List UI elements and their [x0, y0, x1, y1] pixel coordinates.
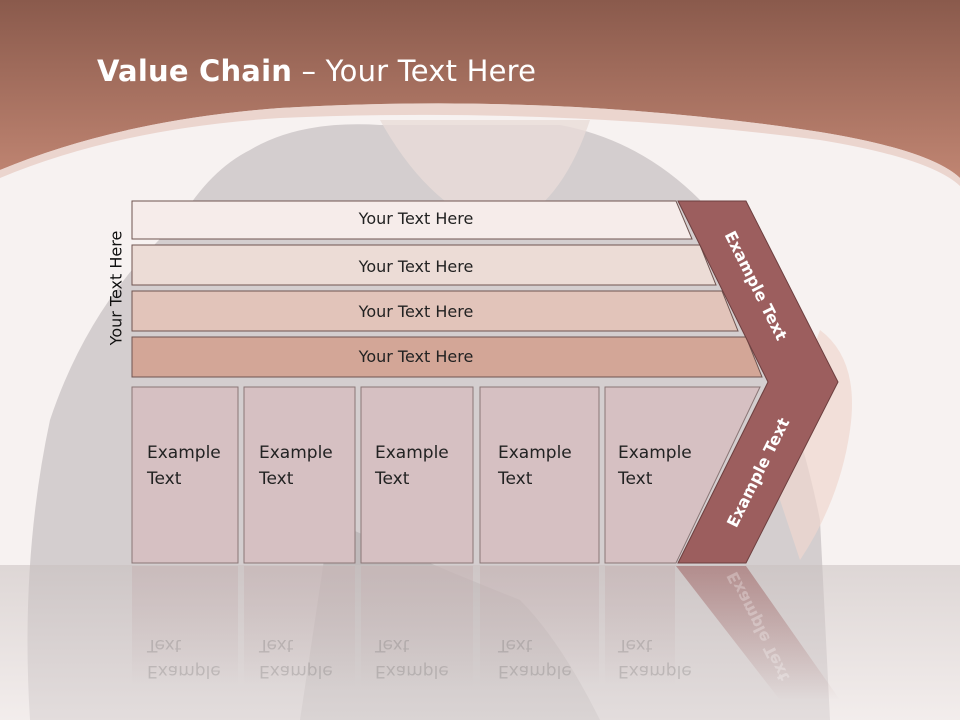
- column-reflection-4-line1: Example: [498, 661, 572, 681]
- column-reflection-3-line1: Example: [375, 661, 449, 681]
- column-label-1: Example Text: [147, 440, 247, 492]
- column-box-1: [131, 386, 239, 564]
- column-label-5-line2: Text: [618, 469, 653, 489]
- column-reflection-text-1: Example Text: [147, 632, 247, 684]
- column-label-3-line2: Text: [375, 469, 410, 489]
- header-ribbon: [0, 103, 960, 186]
- column-label-2-line2: Text: [259, 469, 294, 489]
- column-reflection-5-line2: Text: [618, 635, 653, 655]
- column-label-2: Example Text: [259, 440, 359, 492]
- page-title: Value Chain – Your Text Here: [97, 54, 536, 88]
- title-rest: – Your Text Here: [292, 54, 537, 88]
- column-reflection-3-line2: Text: [375, 635, 410, 655]
- column-label-1-line2: Text: [147, 469, 182, 489]
- row-bar-1: [131, 200, 693, 240]
- column-reflection-1-line2: Text: [147, 635, 182, 655]
- column-label-3: Example Text: [375, 440, 475, 492]
- column-box-4: [479, 386, 600, 564]
- column-reflection-text-5: Example Text: [618, 632, 718, 684]
- column-label-5-line1: Example: [618, 443, 692, 463]
- header-band: [0, 0, 960, 178]
- row-bar-3: [131, 290, 739, 332]
- column-reflection-5-line1: Example: [618, 661, 692, 681]
- column-reflection-2-line1: Example: [259, 661, 333, 681]
- chevron-arrow: [677, 200, 839, 564]
- column-label-1-line1: Example: [147, 443, 221, 463]
- row-bar-2: [131, 244, 717, 286]
- column-label-3-line1: Example: [375, 443, 449, 463]
- column-reflections: [132, 566, 840, 700]
- column-reflection-2-line2: Text: [259, 635, 294, 655]
- column-reflection-4-line2: Text: [498, 635, 533, 655]
- column-label-4-line1: Example: [498, 443, 572, 463]
- column-label-5: Example Text: [618, 440, 718, 492]
- row-label-3: Your Text Here: [358, 302, 474, 321]
- row-label-1: Your Text Here: [358, 209, 474, 228]
- column-label-4-line2: Text: [498, 469, 533, 489]
- column-reflection-1-line1: Example: [147, 661, 221, 681]
- title-bold: Value Chain: [97, 54, 293, 88]
- column-reflection-text-2: Example Text: [259, 632, 359, 684]
- column-box-5: [604, 386, 761, 564]
- column-label-2-line1: Example: [259, 443, 333, 463]
- side-label: Your Text Here: [106, 230, 126, 346]
- column-label-4: Example Text: [498, 440, 598, 492]
- row-label-2: Your Text Here: [358, 257, 474, 276]
- column-reflection-text-3: Example Text: [375, 632, 475, 684]
- row-label-4: Your Text Here: [358, 347, 474, 366]
- column-box-3: [360, 386, 474, 564]
- column-box-2: [243, 386, 356, 564]
- column-reflection-text-4: Example Text: [498, 632, 598, 684]
- row-bar-4: [131, 336, 763, 378]
